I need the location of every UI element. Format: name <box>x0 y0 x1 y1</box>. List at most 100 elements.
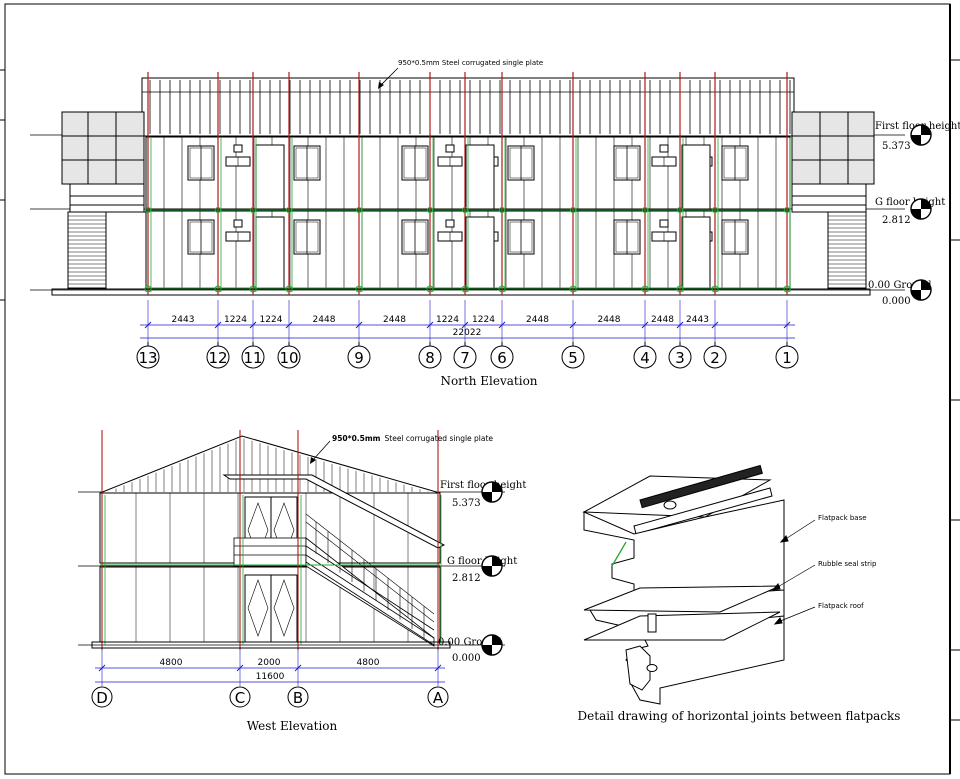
north-elevation-title: North Elevation <box>440 374 537 388</box>
west-roof-leader <box>311 440 331 462</box>
dimension-value: 2448 <box>598 315 621 325</box>
exhaust-vent <box>659 144 669 153</box>
north-level-1-value: 5.373 <box>882 141 911 152</box>
detail-labels: Flatpack base Rubble seal strip Flatpack… <box>818 514 877 610</box>
joint-detail <box>582 464 816 705</box>
column-foot <box>676 285 684 293</box>
dimension-tick <box>426 321 434 329</box>
axis-label: 7 <box>460 349 470 367</box>
window-frame <box>509 221 533 253</box>
axis-label: 13 <box>138 349 157 367</box>
window-frame <box>189 147 213 179</box>
north-roof <box>141 77 795 137</box>
axis-label: A <box>433 689 444 707</box>
column-foot <box>249 285 257 293</box>
axis-label: 6 <box>497 349 507 367</box>
axis-label: C <box>235 689 245 707</box>
axis-bubble <box>490 345 514 369</box>
level-symbol-fill <box>482 645 492 655</box>
west-level-symbols <box>481 481 503 656</box>
north-level-2-label: G floor height <box>875 197 945 208</box>
detail-bolt-hole-bottom <box>646 664 658 672</box>
north-doors <box>255 144 711 290</box>
axis-bubble <box>287 686 309 708</box>
west-doors <box>244 496 298 643</box>
axis-bubble <box>775 345 799 369</box>
level-symbol-fill <box>921 280 931 290</box>
window-frame <box>295 147 319 179</box>
detail-green-mark <box>611 541 627 567</box>
dimension-tick <box>285 321 293 329</box>
dimension-value: 2448 <box>383 315 406 325</box>
west-level-1-label: First floor height <box>440 480 526 491</box>
axis-label: 11 <box>243 349 262 367</box>
detail-leader-base-arrow <box>779 535 789 543</box>
column-foot <box>426 285 434 293</box>
axis-bubble <box>277 345 301 369</box>
column-foot <box>214 285 222 293</box>
detail-top-rail <box>633 487 773 535</box>
detail-leader-seal-arrow <box>771 583 781 591</box>
dimension-value: 1224 <box>472 315 495 325</box>
axis-bubble <box>418 345 442 369</box>
window-frame <box>723 147 747 179</box>
axis-bubble <box>229 686 251 708</box>
level-symbol-fill <box>911 209 921 219</box>
west-elevation-title: West Elevation <box>247 719 338 733</box>
west-grid-columns <box>101 430 442 650</box>
dimension-tick <box>783 321 791 329</box>
axis-bubble <box>136 345 160 369</box>
west-level-2-label: G floor height <box>447 556 517 567</box>
column-foot <box>461 285 469 293</box>
axis-label: 5 <box>568 349 578 367</box>
level-symbol-fill <box>482 566 492 576</box>
axis-bubble <box>668 345 692 369</box>
dimension-tick <box>676 321 684 329</box>
dimension-value: 4800 <box>160 658 183 668</box>
axis-label: 4 <box>640 349 650 367</box>
north-stair-right-treads <box>828 215 866 285</box>
level-symbol-fill <box>921 125 931 135</box>
detail-title: Detail drawing of horizontal joints betw… <box>578 709 901 723</box>
dimension-tick <box>641 321 649 329</box>
west-level-3-label: 0.00 Ground <box>438 637 502 648</box>
dimension-tick <box>98 664 106 672</box>
north-stair-left-treads <box>68 215 106 285</box>
detail-label-seal: Rubble seal strip <box>818 560 877 568</box>
dimension-tick <box>434 664 442 672</box>
column-foot <box>285 285 293 293</box>
detail-leader-roof-arrow <box>773 617 783 625</box>
axis-bubble <box>703 345 727 369</box>
sheet-edge-ticks <box>0 59 960 721</box>
axis-bubble <box>91 686 113 708</box>
west-level-marks: First floor height 5.373 G floor height … <box>438 480 526 664</box>
axis-bubble <box>633 345 657 369</box>
column-foot <box>641 285 649 293</box>
dimension-tick <box>461 321 469 329</box>
stair-handrail <box>305 521 435 623</box>
north-elevation: 950*0.5mm Steel corrugated single plate … <box>30 59 960 388</box>
column-foot <box>355 285 363 293</box>
exhaust-vent <box>233 144 243 153</box>
exhaust-vent <box>659 219 669 228</box>
north-level-3-label: 0.00 Ground <box>868 280 932 291</box>
dimension-value: 2000 <box>258 658 281 668</box>
dimension-tick <box>214 321 222 329</box>
north-stair-right <box>791 111 875 289</box>
level-symbol-fill <box>921 199 931 209</box>
north-roof-note: 950*0.5mm Steel corrugated single plate <box>398 59 543 67</box>
detail-seal-strip-top <box>639 464 763 509</box>
axis-label: 8 <box>425 349 435 367</box>
north-level-3-value: 0.000 <box>882 296 911 307</box>
window-frame <box>615 221 639 253</box>
axis-label: 9 <box>354 349 364 367</box>
dimension-tick <box>294 664 302 672</box>
dimension-tick <box>569 321 577 329</box>
dimension-tick <box>236 664 244 672</box>
detail-label-base: Flatpack base <box>818 514 867 522</box>
west-level-2-value: 2.812 <box>452 573 481 584</box>
